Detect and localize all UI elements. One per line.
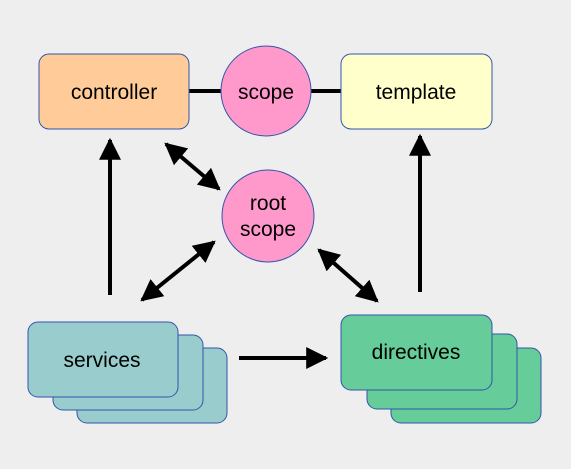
root-scope-label-line2: scope bbox=[240, 218, 296, 241]
services-card-front bbox=[27, 321, 179, 398]
controller-rootscope-arrow bbox=[164, 142, 221, 191]
controller-label: controller bbox=[71, 81, 157, 104]
directives-card-front bbox=[340, 314, 493, 391]
directives-node: directives bbox=[340, 314, 542, 424]
scope-node: scope bbox=[220, 45, 312, 137]
scope-label: scope bbox=[238, 81, 294, 104]
services-label: services bbox=[63, 349, 140, 372]
controller-node: controller bbox=[38, 53, 190, 130]
template-label: template bbox=[376, 81, 457, 104]
services-rootscope-arrow bbox=[140, 240, 216, 302]
root-scope-label-line1: root bbox=[250, 192, 286, 215]
root-scope-node: root scope bbox=[221, 169, 315, 263]
services-node: services bbox=[27, 321, 228, 424]
directives-label: directives bbox=[372, 341, 461, 364]
template-node: template bbox=[340, 53, 493, 130]
directives-rootscope-arrow bbox=[317, 248, 379, 303]
